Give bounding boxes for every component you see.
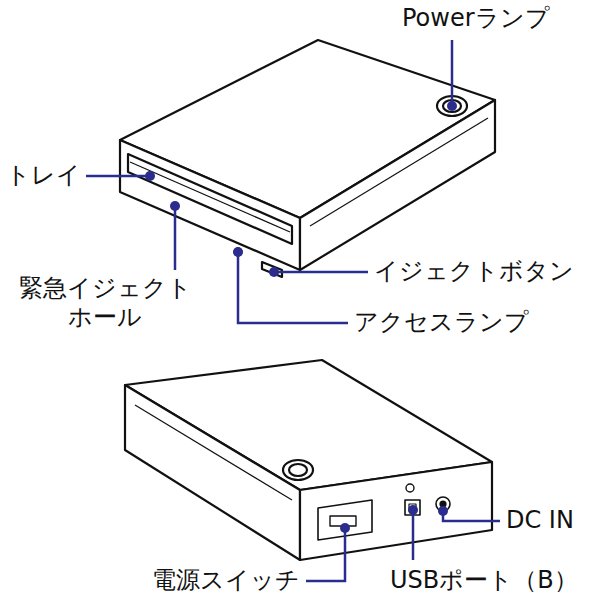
leader-line — [451, 40, 454, 106]
front-face — [120, 140, 300, 270]
part-label: トレイ — [6, 161, 81, 190]
leader-line — [274, 271, 368, 274]
part-label: DC IN — [506, 506, 574, 535]
leader-line — [86, 175, 150, 178]
leader-dot — [170, 201, 180, 211]
eject-button — [262, 262, 282, 277]
part-label: 電源スイッチ — [152, 566, 300, 595]
rear-face — [300, 462, 492, 560]
screw — [406, 484, 414, 492]
part-label: アクセスランプ — [354, 308, 529, 337]
leader-line — [174, 206, 177, 270]
side-line — [135, 405, 292, 500]
side-line — [310, 118, 488, 226]
part-label: Powerランプ — [402, 4, 550, 33]
usb-port — [405, 500, 420, 515]
part-label: USBポート（B） — [390, 566, 578, 595]
part-label: 緊急イジェクト ホール — [16, 274, 194, 332]
tray — [128, 154, 292, 244]
side-face — [300, 100, 495, 270]
leader-line — [412, 510, 415, 560]
leader-line — [443, 511, 500, 521]
leader-dot — [340, 523, 350, 533]
tray-line — [130, 162, 290, 232]
leader-line — [306, 528, 345, 581]
leader-dot — [269, 267, 279, 277]
power-lamp-inner — [289, 464, 307, 476]
leader-dot — [408, 505, 418, 515]
power-lamp — [283, 460, 313, 480]
dc-pin — [441, 502, 446, 507]
power-lamp-inner — [443, 100, 461, 112]
part-label: イジェクトボタン — [374, 257, 574, 286]
leader-dot — [438, 506, 448, 516]
leader-line — [238, 252, 348, 323]
leader-dot — [145, 171, 155, 181]
leader-dot — [233, 247, 243, 257]
leader-dot — [447, 101, 457, 111]
side-face — [125, 385, 300, 560]
